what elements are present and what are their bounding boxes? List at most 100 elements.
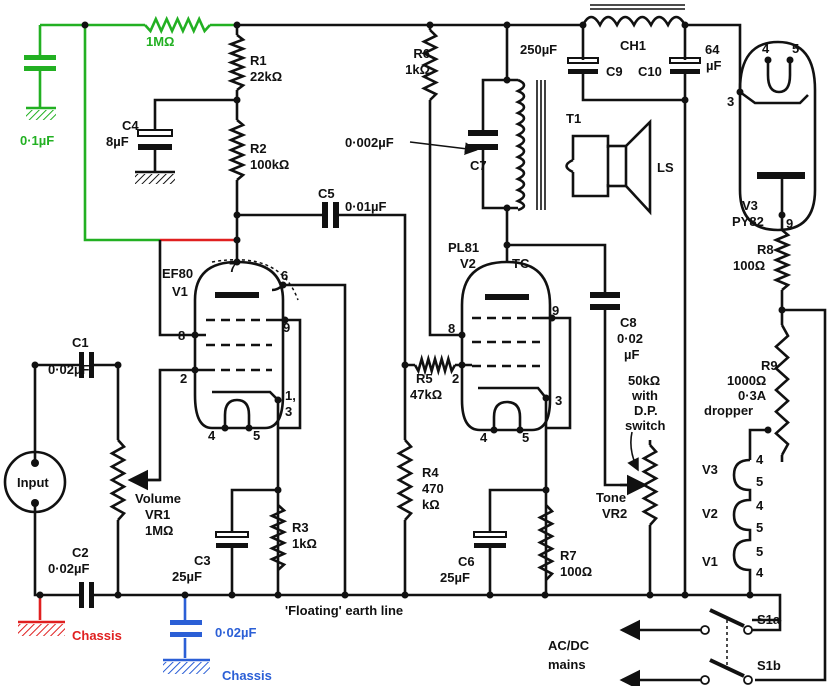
svg-text:64: 64 xyxy=(705,42,720,57)
label-1meg: 1MΩ xyxy=(146,34,174,49)
svg-text:5: 5 xyxy=(253,428,260,443)
svg-text:1MΩ: 1MΩ xyxy=(145,523,173,538)
svg-text:22kΩ: 22kΩ xyxy=(250,69,282,84)
capacitor-c2 xyxy=(79,582,84,608)
svg-text:R5: R5 xyxy=(416,371,433,386)
svg-text:100kΩ: 100kΩ xyxy=(250,157,289,172)
svg-text:9: 9 xyxy=(552,303,559,318)
svg-text:PL81: PL81 xyxy=(448,240,479,255)
svg-text:9: 9 xyxy=(786,216,793,231)
svg-text:9: 9 xyxy=(283,320,290,335)
capacitor-c9 xyxy=(567,57,599,64)
svg-text:R7: R7 xyxy=(560,548,577,563)
svg-text:0·02µF: 0·02µF xyxy=(215,625,257,640)
svg-text:LS: LS xyxy=(657,160,674,175)
svg-text:EF80: EF80 xyxy=(162,266,193,281)
feedback-network: 1MΩ 0·1µF xyxy=(20,15,237,242)
svg-text:V2: V2 xyxy=(702,506,718,521)
svg-text:5: 5 xyxy=(756,520,763,535)
svg-text:25µF: 25µF xyxy=(440,570,470,585)
svg-text:V3: V3 xyxy=(702,462,718,477)
svg-text:25µF: 25µF xyxy=(172,569,202,584)
loudspeaker-icon xyxy=(606,118,652,216)
svg-text:2: 2 xyxy=(180,371,187,386)
svg-text:CH1: CH1 xyxy=(620,38,646,53)
potentiometer-vr1 xyxy=(109,439,127,521)
svg-text:S1a: S1a xyxy=(757,612,781,627)
svg-text:R3: R3 xyxy=(292,520,309,535)
svg-text:C8: C8 xyxy=(620,315,637,330)
svg-text:1kΩ: 1kΩ xyxy=(405,62,430,77)
svg-text:50kΩ: 50kΩ xyxy=(628,373,660,388)
svg-text:PY82: PY82 xyxy=(732,214,764,229)
capacitor-c8 xyxy=(590,292,620,298)
svg-text:0·3A: 0·3A xyxy=(738,388,767,403)
earth-green xyxy=(26,110,56,120)
earth-chassis-red xyxy=(18,624,65,636)
svg-text:100Ω: 100Ω xyxy=(733,258,765,273)
svg-text:R1: R1 xyxy=(250,53,267,68)
svg-text:6: 6 xyxy=(281,268,288,283)
resistor-r4 xyxy=(396,439,414,521)
capacitor-blue xyxy=(170,620,202,625)
svg-text:4: 4 xyxy=(208,428,216,443)
svg-text:0·01µF: 0·01µF xyxy=(345,199,387,214)
svg-text:0·02µF: 0·02µF xyxy=(48,362,90,377)
svg-text:C6: C6 xyxy=(458,554,475,569)
capacitor-c1 xyxy=(79,352,84,378)
resistor-1meg xyxy=(144,15,211,35)
svg-text:2: 2 xyxy=(452,371,459,386)
svg-text:V3: V3 xyxy=(742,198,758,213)
resistor-r5 xyxy=(413,354,457,376)
svg-text:R6: R6 xyxy=(413,46,430,61)
svg-text:4: 4 xyxy=(756,565,764,580)
svg-text:4: 4 xyxy=(756,452,764,467)
svg-text:T1: T1 xyxy=(566,111,581,126)
svg-text:R8: R8 xyxy=(757,242,774,257)
svg-text:C1: C1 xyxy=(72,335,89,350)
svg-text:VR2: VR2 xyxy=(602,506,627,521)
resistor-r7 xyxy=(537,504,555,581)
choke-ch1: CH1 xyxy=(581,4,687,53)
resistor-r6 xyxy=(421,29,439,101)
svg-text:S1b: S1b xyxy=(757,658,781,673)
valve-v2: PL81 V2 TC 8 9 2 3 4 5 xyxy=(448,240,562,445)
svg-text:V1: V1 xyxy=(172,284,188,299)
svg-text:1000Ω: 1000Ω xyxy=(727,373,766,388)
resistor-r1 xyxy=(227,33,247,92)
svg-text:D.P.: D.P. xyxy=(634,403,658,418)
svg-text:Tone: Tone xyxy=(596,490,626,505)
ht-rail xyxy=(237,23,742,92)
svg-text:R4: R4 xyxy=(422,465,439,480)
mains-switch-s1[interactable]: S1a S1b xyxy=(700,608,781,685)
svg-text:5: 5 xyxy=(756,474,763,489)
resistor-r8 xyxy=(772,229,792,291)
svg-text:C4: C4 xyxy=(122,118,139,133)
svg-text:5: 5 xyxy=(522,430,529,445)
svg-text:Chassis: Chassis xyxy=(222,668,272,683)
capacitor-c7 xyxy=(468,130,498,136)
capacitor-green xyxy=(24,55,56,60)
label-c-green: 0·1µF xyxy=(20,133,54,148)
svg-text:dropper: dropper xyxy=(704,403,753,418)
svg-text:3: 3 xyxy=(285,404,292,419)
capacitor-c6 xyxy=(473,531,507,538)
capacitor-c5 xyxy=(322,202,328,228)
svg-text:5: 5 xyxy=(756,544,763,559)
svg-text:8µF: 8µF xyxy=(106,134,129,149)
svg-text:C10: C10 xyxy=(638,64,662,79)
svg-text:1,: 1, xyxy=(285,388,296,403)
svg-text:0·02: 0·02 xyxy=(617,331,643,346)
svg-text:470: 470 xyxy=(422,481,444,496)
capacitor-c10 xyxy=(669,57,701,64)
svg-text:7: 7 xyxy=(229,260,236,275)
svg-text:4: 4 xyxy=(756,498,764,513)
svg-text:4: 4 xyxy=(480,430,488,445)
svg-text:R9: R9 xyxy=(761,358,778,373)
svg-text:1kΩ: 1kΩ xyxy=(292,536,317,551)
svg-text:8: 8 xyxy=(448,321,455,336)
capacitor-c3 xyxy=(215,531,249,538)
svg-text:3: 3 xyxy=(727,94,734,109)
svg-text:C3: C3 xyxy=(194,553,211,568)
